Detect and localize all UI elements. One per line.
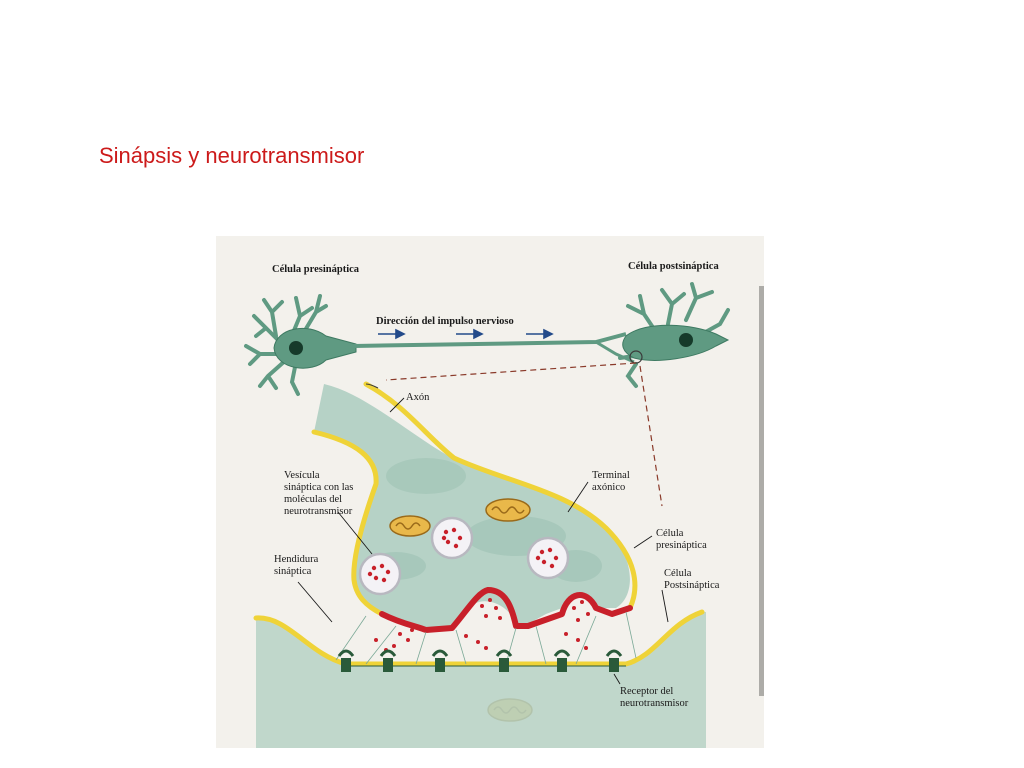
postsynaptic-cell-label: Célula postsináptica [628,261,719,272]
presynaptic-membrane-inner [311,429,385,617]
slide-title: Sinápsis y neurotransmisor [99,143,365,168]
postsynaptic-detail-label-line-2: Postsináptica [664,580,720,591]
presynaptic-neuron [244,294,357,396]
presynaptic-detail-label-line-2: presináptica [656,540,707,551]
vesicle-label-line-1: Vesícula [284,470,320,481]
zoom-lines [385,362,663,507]
synaptic-cleft-label-line-2: sináptica [274,566,312,577]
vesicle-label-line-4: neurotransmisor [284,506,353,517]
axon-terminal-label-line-1: Terminal [592,470,630,481]
impulse-arrows [378,328,554,340]
postsynaptic-neuron [618,282,730,388]
neurotransmitter-receptor [337,649,623,672]
synaptic-cleft-label-line-1: Hendidura [274,554,319,565]
receptor-label-line-2: neurotransmisor [620,698,689,709]
postsynaptic-body [256,612,706,748]
active-zone-membrane [379,587,633,633]
synapse-diagram: Célula presináptica Célula postsináptica… [216,236,764,748]
vesicle-label-line-2: sináptica con las [284,482,353,493]
vesicle-label-line-3: moléculas del [284,494,342,505]
synaptic-vesicle [358,516,570,596]
postsynaptic-membrane [253,609,705,667]
presynaptic-cell-label: Célula presináptica [272,264,360,275]
postsynaptic-detail-label-line-1: Célula [664,568,692,579]
presynaptic-detail-label-line-1: Célula [656,528,684,539]
receptor-label-line-1: Receptor del [620,686,673,697]
axon-terminal-label-line-2: axónico [592,482,625,493]
impulse-direction-label: Dirección del impulso nervioso [376,316,514,327]
presynaptic-membrane-outer [363,381,638,611]
scan-edge [759,286,764,696]
axon-label: Axón [406,392,430,403]
leader-lines [297,397,669,685]
